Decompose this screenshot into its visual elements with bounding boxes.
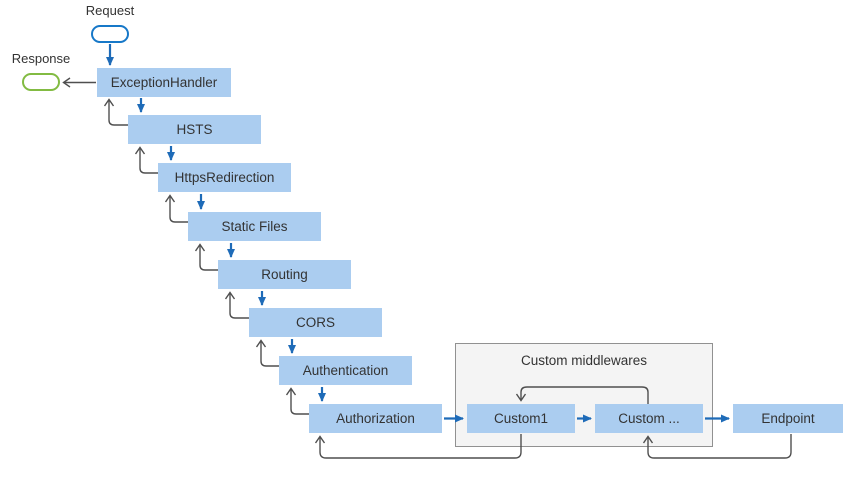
return-staticfiles-to-httpsredirection xyxy=(170,196,188,223)
node-authentication: Authentication xyxy=(279,356,412,385)
return-endpoint-to-custom2 xyxy=(648,434,792,459)
return-cors-to-routing xyxy=(230,293,249,319)
node-exception-handler: ExceptionHandler xyxy=(97,68,231,97)
node-endpoint: Endpoint xyxy=(733,404,843,433)
return-custom1-to-authorization xyxy=(320,434,522,459)
node-authorization: Authorization xyxy=(309,404,442,433)
node-static-files: Static Files xyxy=(188,212,321,241)
return-authorization-to-authentication xyxy=(291,389,309,415)
response-terminal xyxy=(22,73,60,91)
custom-middlewares-title: Custom middlewares xyxy=(520,353,648,368)
node-https-redirection: HttpsRedirection xyxy=(158,163,291,192)
return-routing-to-staticfiles xyxy=(200,245,218,271)
return-httpsredirection-to-hsts xyxy=(140,148,158,174)
return-authentication-to-cors xyxy=(261,341,279,367)
request-label: Request xyxy=(85,3,135,18)
node-routing: Routing xyxy=(218,260,351,289)
node-cors: CORS xyxy=(249,308,382,337)
return-custom2-to-custom1 xyxy=(521,386,649,404)
return-hsts-to-exceptionhandler xyxy=(109,100,128,126)
node-custom1: Custom1 xyxy=(467,404,575,433)
response-label: Response xyxy=(11,51,71,66)
node-custom2: Custom ... xyxy=(595,404,703,433)
node-hsts: HSTS xyxy=(128,115,261,144)
request-terminal xyxy=(91,25,129,43)
